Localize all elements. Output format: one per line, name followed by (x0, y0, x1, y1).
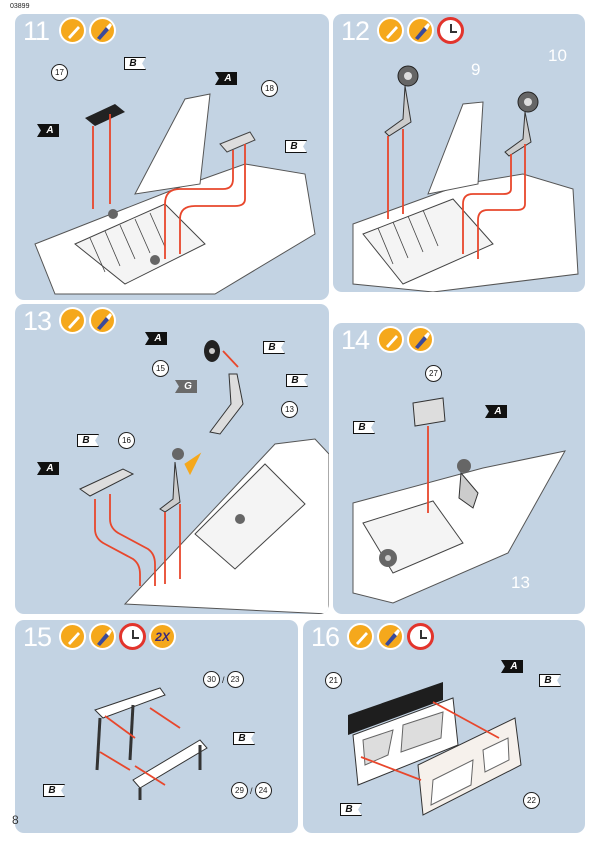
paint-label-flag: A (37, 124, 59, 137)
paint-brush-icon (89, 307, 116, 334)
step-number: 12 (341, 16, 370, 46)
part-callout: 30 (203, 671, 220, 688)
part-callout-pair: 29/ 24 (231, 782, 272, 799)
part-callout: 17 (51, 64, 68, 81)
paint-brush-icon (407, 326, 434, 353)
step-number: 16 (311, 622, 340, 652)
paint-brush-icon (407, 17, 434, 44)
part-callout: 22 (523, 792, 540, 809)
part-callout-pair: 30/ 23 (203, 671, 244, 688)
step-15-drawing (94, 687, 208, 800)
paint-brush-icon (89, 17, 116, 44)
part-callout: 16 (118, 432, 135, 449)
step-11-drawing (34, 93, 316, 295)
part-number-label: 9 (471, 60, 481, 79)
step-icons (59, 17, 116, 44)
paint-label-flag: A (215, 72, 237, 85)
part-callout: 15 (152, 360, 169, 377)
step-number: 13 (23, 306, 52, 336)
paint-brush-icon (377, 623, 404, 650)
step-16-panel: 16 21 A B B 22 (303, 620, 585, 833)
drying-time-clock-icon (407, 623, 434, 650)
glue-icon (377, 326, 404, 353)
step-13-panel: 13 A B 15 G B 13 B 16 A (15, 304, 329, 614)
step-icons: 2X (59, 623, 176, 650)
paint-label-flag: B (340, 803, 362, 816)
step-icons (347, 623, 434, 650)
part-number-label: 10 (548, 46, 567, 65)
step-15-panel: 15 2X 30/ 23 B B 29/ 24 (15, 620, 298, 833)
step-icons (59, 307, 116, 334)
part-callout: 13 (281, 401, 298, 418)
part-callout: 29 (231, 782, 248, 799)
paint-label-flag: A (485, 405, 507, 418)
step-14-panel: 14 27 B A 13 (333, 323, 585, 614)
step-11-panel: 11 17 B A A 18 B (15, 14, 329, 300)
part-number-label: 13 (511, 573, 530, 592)
document-code: 03899 (10, 3, 30, 10)
paint-label-flag: A (145, 332, 167, 345)
quantity-icon: 2X (149, 623, 176, 650)
glue-icon (59, 307, 86, 334)
step-14-drawing (352, 397, 566, 604)
page-number: 8 (12, 813, 19, 827)
step-16-drawing (348, 682, 522, 816)
step-12-panel: 12 9 10 (333, 14, 585, 292)
part-callout: 21 (325, 672, 342, 689)
part-callout: 27 (425, 365, 442, 382)
glue-icon (59, 17, 86, 44)
paint-label-flag: A (37, 462, 59, 475)
paint-brush-icon (89, 623, 116, 650)
glue-icon (59, 623, 86, 650)
step-number: 15 (23, 622, 52, 652)
part-callout: 18 (261, 80, 278, 97)
step-icons (377, 326, 434, 353)
paint-label-flag: G (175, 380, 197, 393)
step-13-drawing (79, 340, 329, 614)
glue-icon (377, 17, 404, 44)
step-icons (377, 17, 464, 44)
glue-icon (347, 623, 374, 650)
part-callout: 24 (254, 782, 272, 799)
paint-label-flag: A (501, 660, 523, 673)
step-number: 11 (23, 16, 50, 46)
step-number: 14 (341, 325, 370, 355)
part-callout: 23 (226, 671, 244, 688)
drying-time-clock-icon (119, 623, 146, 650)
step-12-drawing (352, 65, 579, 292)
drying-time-clock-icon (437, 17, 464, 44)
